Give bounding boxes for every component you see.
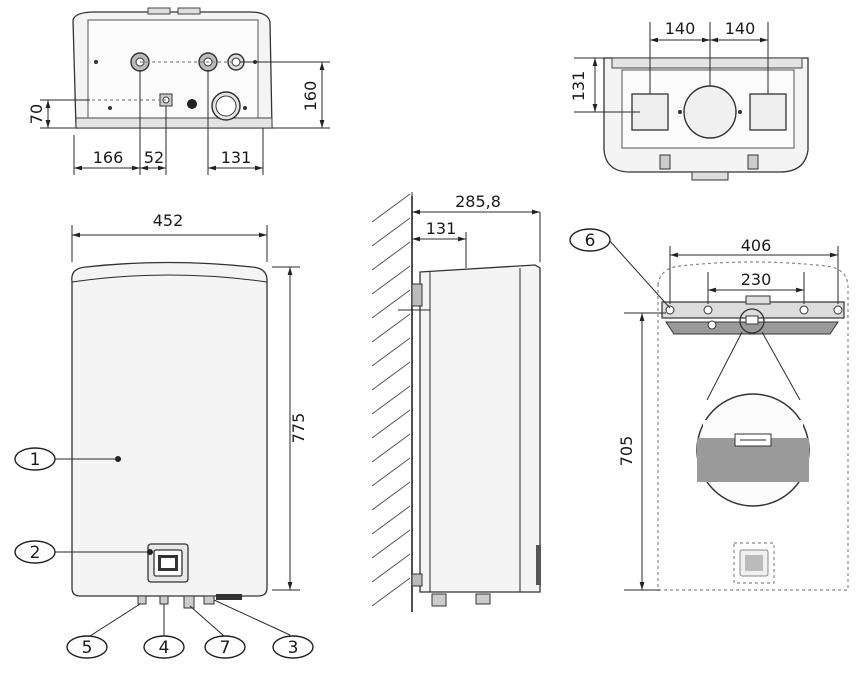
bracket-view: 406 230 705 [617, 236, 849, 591]
callout-6: 6 [585, 231, 596, 251]
side-view: 285,8 131 [371, 192, 541, 612]
dim-166: 166 [93, 148, 124, 167]
callout-3: 3 [288, 638, 299, 658]
dim-131-bottom: 131 [221, 148, 252, 167]
callout-4: 4 [159, 638, 170, 658]
dim-52: 52 [144, 148, 164, 167]
dim-131-rear: 131 [569, 71, 588, 102]
dim-230: 230 [741, 270, 772, 289]
callout-7: 7 [220, 638, 231, 658]
front-view: 452 775 [71, 211, 308, 609]
wall-hatch [371, 193, 411, 607]
callout-1: 1 [30, 450, 41, 470]
rear-view-top: 140 140 131 [569, 19, 809, 181]
dim-140-right: 140 [725, 19, 756, 38]
callout-5: 5 [82, 638, 93, 658]
dim-775: 775 [289, 413, 308, 444]
dim-70: 70 [27, 104, 46, 124]
dim-131-side: 131 [426, 219, 457, 238]
dim-140-left: 140 [665, 19, 696, 38]
callout-2: 2 [30, 543, 41, 563]
dim-285-8: 285,8 [455, 192, 501, 211]
bottom-view-left: 166 52 131 70 160 [27, 7, 330, 175]
callouts: 1 2 3 4 5 6 7 [14, 228, 671, 659]
dim-452: 452 [153, 211, 184, 230]
dim-705: 705 [617, 436, 636, 467]
dim-160: 160 [301, 81, 320, 112]
dim-406: 406 [741, 236, 772, 255]
